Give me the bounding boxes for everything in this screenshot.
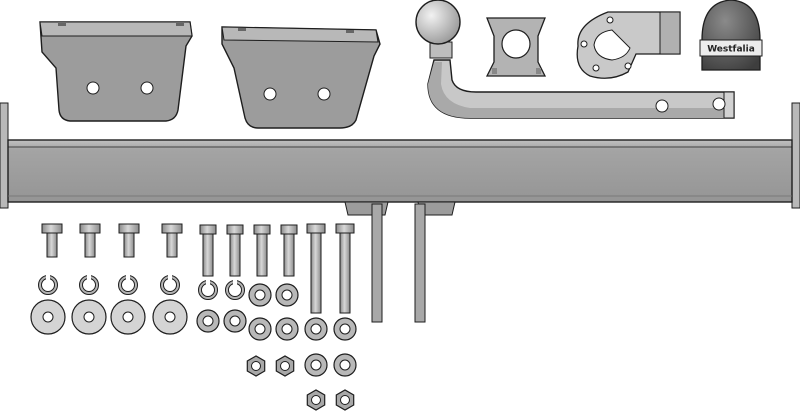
neck-hole	[712, 97, 726, 111]
tow-ball	[415, 0, 461, 45]
bolt	[306, 223, 326, 314]
bolt	[335, 223, 355, 314]
bracket-hole	[263, 87, 277, 101]
bolt	[226, 224, 244, 277]
bolt	[79, 223, 101, 258]
bolt	[280, 224, 298, 277]
socket-bracket	[576, 11, 681, 79]
bolt	[41, 223, 63, 258]
tow-ball-neck	[415, 0, 735, 119]
bolt	[118, 223, 140, 258]
right-mounting-bracket	[221, 26, 381, 129]
left-mounting-bracket	[39, 21, 193, 122]
hardware-set	[30, 223, 357, 411]
bracket-hole	[86, 81, 100, 95]
neck-hole	[655, 99, 669, 113]
cap-brand-label: Westfalia	[707, 45, 755, 55]
ball-cap: Westfalia	[699, 0, 763, 71]
bolt	[253, 224, 271, 277]
bracket-hole	[140, 81, 154, 95]
beam-mounting-plates	[344, 201, 456, 323]
bolt	[161, 223, 183, 258]
bolt	[199, 224, 217, 277]
socket-plate	[485, 17, 547, 77]
main-cross-beam	[0, 102, 800, 209]
bracket-hole	[317, 87, 331, 101]
